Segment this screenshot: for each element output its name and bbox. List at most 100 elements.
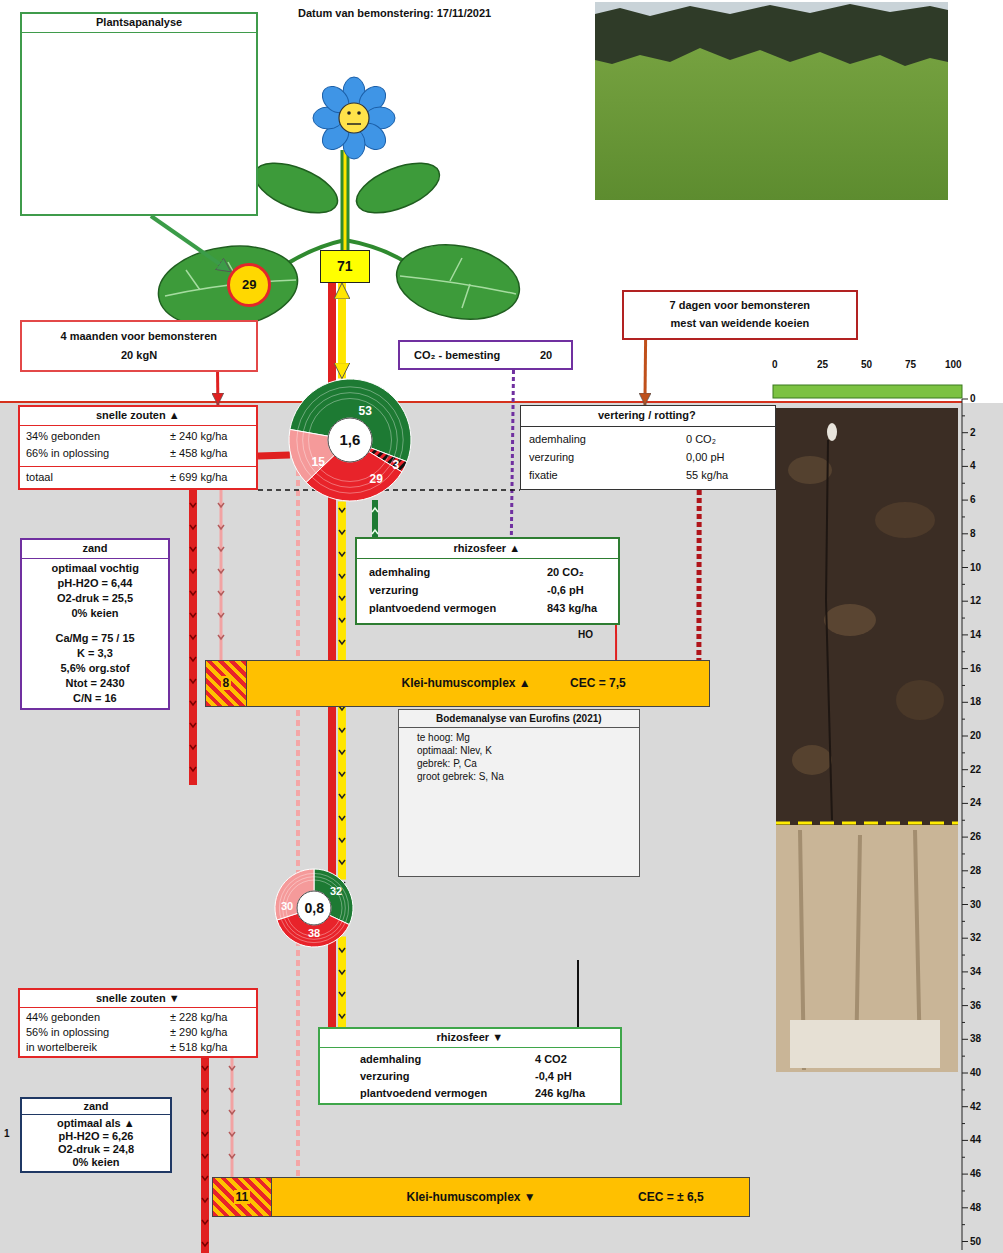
header-rule [20, 1007, 256, 1008]
node-text: verzuring [360, 1070, 410, 1083]
depth-number: 42 [970, 1101, 981, 1113]
depth-number: 12 [970, 595, 981, 607]
depth-tick [962, 736, 968, 737]
depth-tick [962, 1073, 968, 1074]
depth-number: 2 [970, 427, 976, 439]
node-text: 4 CO2 [535, 1053, 567, 1066]
node-text: plantvoedend vermogen [369, 602, 496, 615]
depth-number: 36 [970, 1000, 981, 1012]
depth-number: 32 [970, 932, 981, 944]
node-text: Klei-humuscomplex ▲ [402, 676, 531, 690]
page-mark: 1 [4, 1128, 10, 1140]
flow-chevron [190, 701, 196, 705]
depth-tick [962, 938, 968, 939]
node-text: 20 CO₂ [547, 566, 584, 579]
node-heading: rhizosfeer ▼ [437, 1031, 504, 1044]
node-text: verzuring [369, 584, 419, 597]
node-text: 5,6% org.stof [61, 662, 130, 675]
depth-tick [962, 837, 968, 838]
node-text: 30 [281, 900, 293, 913]
depth-tick [962, 752, 965, 753]
flow-chevron [229, 1110, 235, 1114]
depth-tick [962, 651, 965, 652]
node-heading: 1,6 [340, 431, 361, 448]
header-rule [320, 1047, 620, 1048]
node-text: ademhaling [369, 566, 430, 579]
node-text: 246 kg/ha [535, 1087, 585, 1100]
depth-tick [962, 803, 968, 804]
depth-number: 28 [970, 865, 981, 877]
node-text: groot gebrek: S, Na [417, 770, 504, 783]
flow-chevron [372, 530, 378, 534]
flow-chevron [339, 750, 345, 754]
root [826, 440, 832, 820]
depth-tick [962, 584, 965, 585]
node-text: 53 [359, 405, 372, 418]
flow-chevron [229, 1088, 235, 1092]
depth-tick [962, 449, 965, 450]
pie-ring [309, 399, 392, 482]
petal [317, 81, 354, 118]
cover-scale-number: 75 [905, 359, 916, 371]
stem-core [344, 150, 347, 250]
node-heading: snelle zouten ▼ [96, 992, 180, 1005]
cover-scale-number: 50 [861, 359, 872, 371]
flow-chevron [339, 794, 345, 798]
eye [347, 111, 351, 115]
flow-chevron [190, 547, 196, 551]
depth-number: 6 [970, 494, 976, 506]
node-text: mest van weidende koeien [671, 317, 810, 330]
depth-tick [962, 533, 968, 534]
depth-tick [962, 516, 965, 517]
value-box: 71 [320, 250, 370, 283]
node-text: 34% gebonden [26, 430, 100, 443]
flow-chevron [218, 503, 224, 507]
flow-chevron [229, 1132, 235, 1136]
depth-tick [962, 921, 965, 922]
node-text: ± 228 kg/ha [170, 1011, 227, 1024]
node-text: 3 [393, 459, 400, 472]
node-text: ademhaling [360, 1053, 421, 1066]
flow-chevron [339, 618, 345, 622]
pie-center [328, 418, 372, 462]
node-text: 66% in oplossing [26, 447, 109, 460]
node-text: optimaal: Nlev, K [417, 744, 492, 757]
salts-table: snelle zouten ▼44% gebonden± 228 kg/ha56… [18, 988, 258, 1058]
flow-chevron [202, 1066, 208, 1070]
salt-leach-line [189, 490, 197, 785]
pie-slices [275, 869, 353, 947]
depth-number: 40 [970, 1067, 981, 1079]
header-rule [22, 1114, 170, 1115]
flow-chevron [218, 525, 224, 529]
node-text: gebrek: P, Ca [417, 757, 477, 770]
depth-tick [962, 1190, 965, 1191]
depth-number: 16 [970, 663, 981, 675]
flow-chevron [202, 1154, 208, 1158]
flow-chevron [339, 772, 345, 776]
depth-number: 8 [970, 528, 976, 540]
node-text: ± 518 kg/ha [170, 1041, 227, 1054]
depth-tick [962, 1207, 968, 1208]
header-rule [399, 727, 639, 728]
pie-ring [279, 873, 348, 942]
date-label: Datum van bemonstering: 17/11/2021 [298, 7, 491, 20]
stone [827, 423, 837, 441]
subsoil [776, 825, 958, 1072]
node-text: totaal [26, 471, 53, 484]
flow-chevron [190, 723, 196, 727]
flow-chevron [218, 569, 224, 573]
depth-tick [962, 1022, 965, 1023]
node-text: 32 [330, 885, 342, 898]
leaf [350, 153, 447, 223]
depth-tick [962, 1089, 965, 1090]
flow-chevron [339, 508, 345, 512]
header-rule [22, 558, 168, 559]
depth-tick [962, 1157, 965, 1158]
node-text: ± 240 kg/ha [170, 430, 227, 443]
salt-leach-line [201, 1055, 209, 1253]
pie-ring [303, 393, 398, 488]
tree-line [595, 4, 948, 66]
node-heading: Plantsapanalyse [96, 16, 182, 29]
analysis-box: Plantsapanalyse [20, 12, 258, 216]
